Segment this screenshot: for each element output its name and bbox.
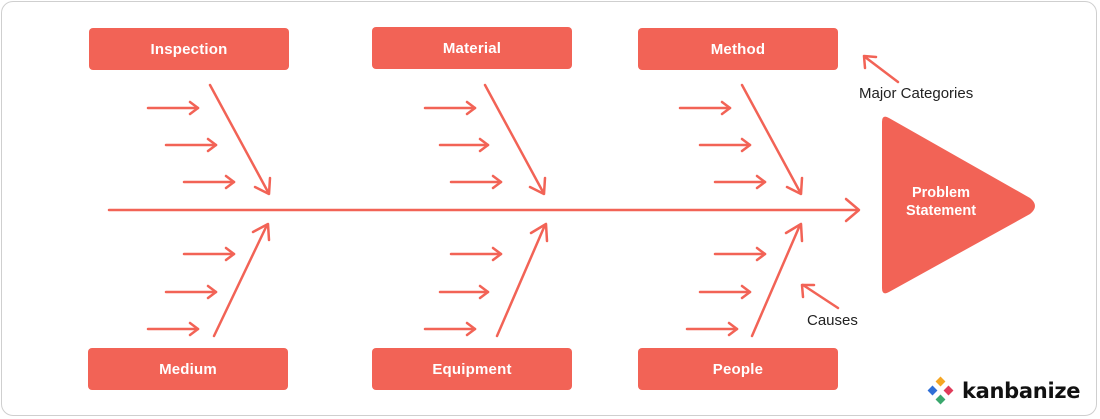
category-method: Method: [638, 28, 838, 70]
problem-line-1: Problem: [911, 185, 970, 201]
kanbanize-logo-mark: [927, 376, 954, 405]
bone-people: [750, 223, 802, 338]
cause-arrows-medium: [146, 246, 236, 337]
causes-pointer: [801, 283, 840, 310]
bone-method: [740, 83, 802, 194]
problem-line-2: Statement: [905, 203, 977, 219]
category-inspection: Inspection: [89, 28, 289, 70]
bone-medium: [212, 223, 269, 338]
logo-text: kanbanize: [962, 379, 1081, 403]
bone-equipment: [495, 223, 547, 338]
major-categories-pointer: [863, 55, 900, 84]
category-equipment: Equipment: [372, 348, 572, 390]
major-categories-label: Major Categories: [859, 85, 974, 102]
cause-arrows-equipment: [423, 246, 503, 337]
cause-arrows-inspection: [146, 100, 236, 190]
category-material: Material: [372, 27, 572, 69]
kanbanize-logo: kanbanize: [956, 376, 1081, 406]
category-medium: Medium: [88, 348, 288, 390]
causes-label: Causes: [807, 312, 858, 329]
spine-arrowhead: [844, 197, 861, 223]
category-people: People: [638, 348, 838, 390]
cause-arrows-method: [678, 100, 767, 190]
cause-arrows-material: [423, 100, 503, 190]
bone-material: [483, 83, 545, 194]
bone-inspection: [208, 83, 270, 194]
cause-arrows-people: [685, 246, 767, 337]
problem-head: [882, 116, 1035, 294]
problem-statement: Problem Statement: [885, 184, 997, 220]
